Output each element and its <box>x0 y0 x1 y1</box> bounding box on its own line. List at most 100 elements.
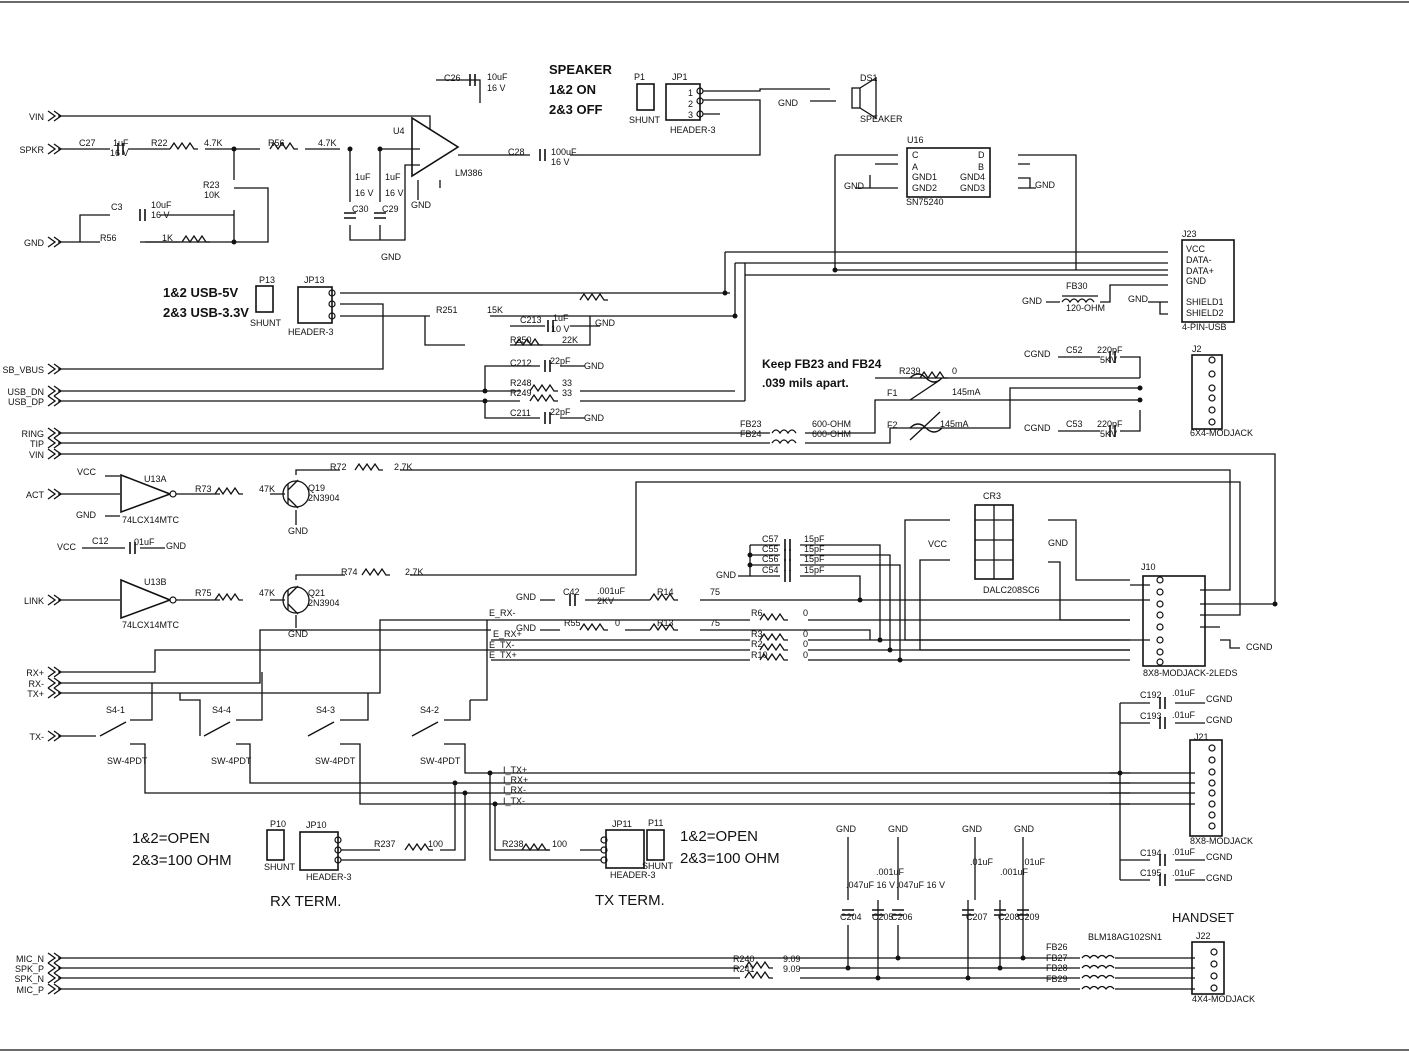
lm386-amplifier <box>411 116 460 178</box>
component-label: .001uF <box>876 867 905 877</box>
capacitor <box>129 542 136 554</box>
component-label: 10K <box>204 190 220 200</box>
component-label: J22 <box>1196 931 1211 941</box>
component-label: 4.7K <box>204 138 223 148</box>
port-label: TX- <box>30 732 45 742</box>
component-label: S4-2 <box>420 705 439 715</box>
component-label: 145mA <box>940 419 969 429</box>
resistor <box>759 612 788 622</box>
component-label: GND <box>1022 296 1043 306</box>
component-label: 0 <box>803 650 808 660</box>
component-label: VCC <box>928 539 948 549</box>
component-label: 8X8-MODJACK-2LEDS <box>1143 668 1238 678</box>
component-label: 6X4-MODJACK <box>1190 428 1253 438</box>
switch-contacts <box>99 721 439 737</box>
capacitor <box>117 143 124 155</box>
component-label: 33 <box>562 378 572 388</box>
component-label: C206 <box>891 912 913 922</box>
p13-shunt <box>255 285 274 313</box>
component-label: FB27 <box>1046 953 1068 963</box>
resistor <box>181 234 210 244</box>
component-label: GND4 <box>960 172 985 182</box>
component-label: 145mA <box>952 387 981 397</box>
component-label: 120-OHM <box>1066 303 1105 313</box>
q19-transistor <box>282 479 310 509</box>
component-label: 47K <box>259 484 275 494</box>
component-label: A <box>912 162 918 172</box>
component-label: U13B <box>144 577 167 587</box>
jack-pin <box>1156 648 1164 656</box>
component-label: S4-3 <box>316 705 335 715</box>
component-label: GND1 <box>912 172 937 182</box>
component-label: SHUNT <box>642 861 674 871</box>
component-label: CGND <box>1024 423 1051 433</box>
modjack-j10 <box>1142 575 1206 667</box>
component-label: C211 <box>510 408 531 418</box>
component-label: R74 <box>341 567 358 577</box>
component-label: R241 <box>733 964 755 974</box>
component-label: HEADER-3 <box>670 125 716 135</box>
component-label: 100 <box>428 839 443 849</box>
component-label: R73 <box>195 484 212 494</box>
component-label: 0 <box>615 618 620 628</box>
jack-pin <box>1156 576 1164 584</box>
component-label: 2 <box>688 99 693 109</box>
component-label: 9.09 <box>783 954 801 964</box>
resistor <box>649 592 678 602</box>
component-label: E_RX- <box>489 608 516 618</box>
jack-pin <box>1208 418 1216 426</box>
component-label: GND2 <box>912 183 937 193</box>
component-label: 16 V <box>110 148 129 158</box>
component-label: DS1 <box>860 73 878 83</box>
component-label: R240 <box>733 954 755 964</box>
capacitor <box>544 360 551 372</box>
jack-pin <box>1208 800 1216 808</box>
component-label: 22pF <box>550 356 571 366</box>
handset-ferrites <box>1081 954 1115 991</box>
component-label: 75 <box>710 618 720 628</box>
capacitor <box>1159 854 1166 866</box>
component-label: 01uF <box>134 537 155 547</box>
component-label: P10 <box>270 819 286 829</box>
component-label: FB28 <box>1046 963 1068 973</box>
jp1-header <box>665 83 701 121</box>
port-3: SB_VBUS <box>2 363 63 375</box>
port-label: VIN <box>29 112 44 122</box>
fb30-ferrite <box>1061 295 1098 304</box>
port-label: VIN <box>29 450 44 460</box>
jack-pin <box>1210 948 1218 956</box>
component-label: CGND <box>1024 349 1051 359</box>
resistor <box>579 292 608 302</box>
component-label: GND <box>1186 276 1207 286</box>
component-label: GND <box>778 98 799 108</box>
speaker-icon <box>851 76 877 120</box>
component-label: Q19 <box>308 483 325 493</box>
component-label: CGND <box>1206 852 1233 862</box>
capacitor <box>784 559 791 571</box>
component-label: GND3 <box>960 183 985 193</box>
component-label: FB26 <box>1046 942 1068 952</box>
port-17: SPK_N <box>14 972 63 984</box>
component-label: JP1 <box>672 72 688 82</box>
component-label: C209 <box>1018 912 1040 922</box>
port-label: GND <box>24 238 45 248</box>
component-label: R75 <box>195 588 212 598</box>
capacitor <box>1109 351 1116 363</box>
component-label: GND <box>888 824 909 834</box>
jack-pin <box>1208 744 1216 752</box>
component-label: C205 <box>872 912 894 922</box>
component-label: R3 <box>751 629 763 639</box>
component-label: 10uF <box>487 72 508 82</box>
note-rxterm: RX TERM. <box>270 893 341 910</box>
capacitor <box>994 909 1006 916</box>
port-label: USB_DP <box>8 397 44 407</box>
component-label: I_TX+ <box>503 765 527 775</box>
component-label: C55 <box>762 544 779 554</box>
component-label: GND <box>595 318 616 328</box>
component-label: R239 <box>899 366 921 376</box>
component-label: 15pF <box>804 565 825 575</box>
component-label: R251 <box>436 305 458 315</box>
component-label: J23 <box>1182 229 1197 239</box>
component-label: R10 <box>751 650 768 660</box>
port-label: SB_VBUS <box>2 365 44 375</box>
